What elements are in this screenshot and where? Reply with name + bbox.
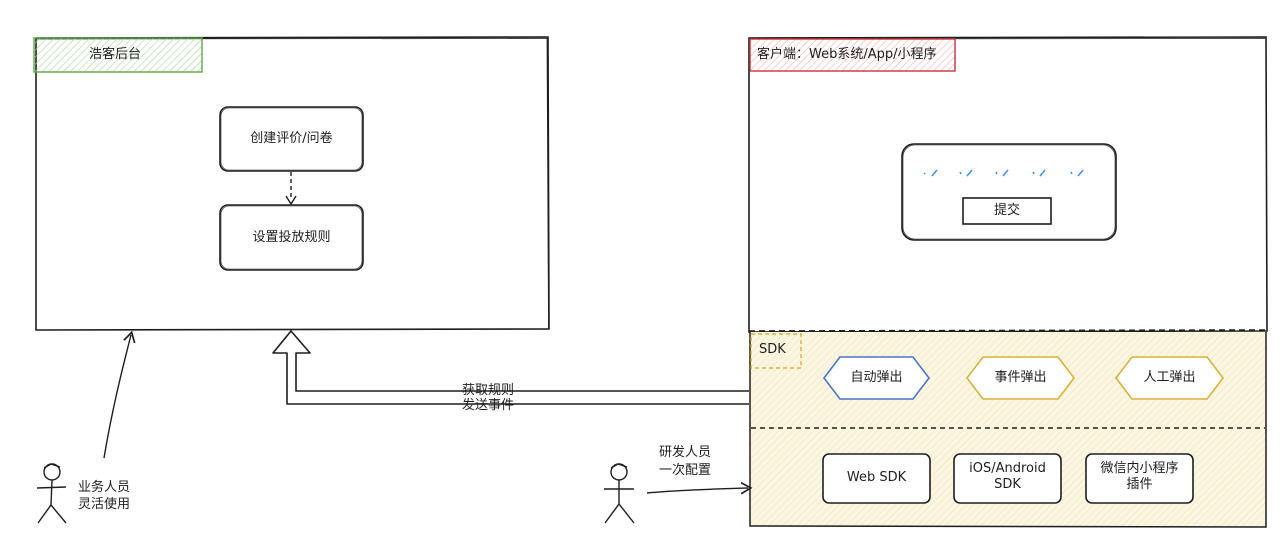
trigger-event-label: 事件弹出	[994, 370, 1047, 385]
flow-label-send-events: 发送事件	[462, 398, 515, 413]
backend-title-tag	[33, 37, 203, 73]
step-delivery-rules-box[interactable]	[219, 204, 364, 271]
business-arrow	[103, 335, 131, 459]
step-create-survey-box[interactable]	[219, 106, 364, 172]
developer-actor-line1: 研发人员	[659, 445, 712, 460]
sdk-package-miniprogram[interactable]	[1085, 453, 1194, 504]
sdk-package-web-label: Web SDK	[846, 470, 907, 485]
sdk-title: SDK	[759, 342, 786, 357]
sdk-package-mobile[interactable]	[953, 453, 1062, 504]
trigger-manual-label: 人工弹出	[1143, 370, 1196, 385]
step-create-survey-label: 创建评价/问卷	[250, 131, 333, 146]
business-actor-line2: 灵活使用	[78, 497, 131, 512]
business-actor-line1: 业务人员	[78, 480, 131, 495]
flow-label-fetch-rules: 获取规则	[462, 383, 515, 398]
sdk-package-mobile-label: iOS/Android SDK	[969, 461, 1046, 492]
sdk-package-web[interactable]	[822, 453, 931, 504]
submit-button[interactable]	[962, 197, 1052, 225]
trigger-auto-hexagon[interactable]	[822, 356, 931, 400]
trigger-manual-hexagon[interactable]	[1114, 356, 1225, 400]
developer-person-icon	[604, 463, 635, 524]
step-delivery-rules-label: 设置投放规则	[252, 230, 331, 245]
survey-form-card	[901, 143, 1117, 241]
backend-panel	[35, 36, 550, 331]
sdk-title-tag	[750, 333, 802, 369]
client-title: 客户端：Web系统/App/小程序	[757, 47, 937, 62]
survey-input-marks	[923, 169, 1084, 177]
submit-button-label: 提交	[993, 203, 1020, 218]
trigger-auto-label: 自动弹出	[850, 370, 903, 385]
developer-arrow	[646, 488, 748, 493]
flow-arrow-to-backend	[272, 330, 749, 405]
developer-actor-line2: 一次配置	[659, 463, 712, 478]
trigger-event-hexagon[interactable]	[965, 356, 1076, 400]
client-title-tag	[749, 38, 956, 72]
sdk-package-miniprogram-label: 微信内小程序 插件	[1100, 461, 1179, 492]
business-person-icon	[36, 463, 67, 524]
step-dashed-arrow	[285, 172, 297, 206]
backend-title: 浩客后台	[89, 47, 142, 62]
